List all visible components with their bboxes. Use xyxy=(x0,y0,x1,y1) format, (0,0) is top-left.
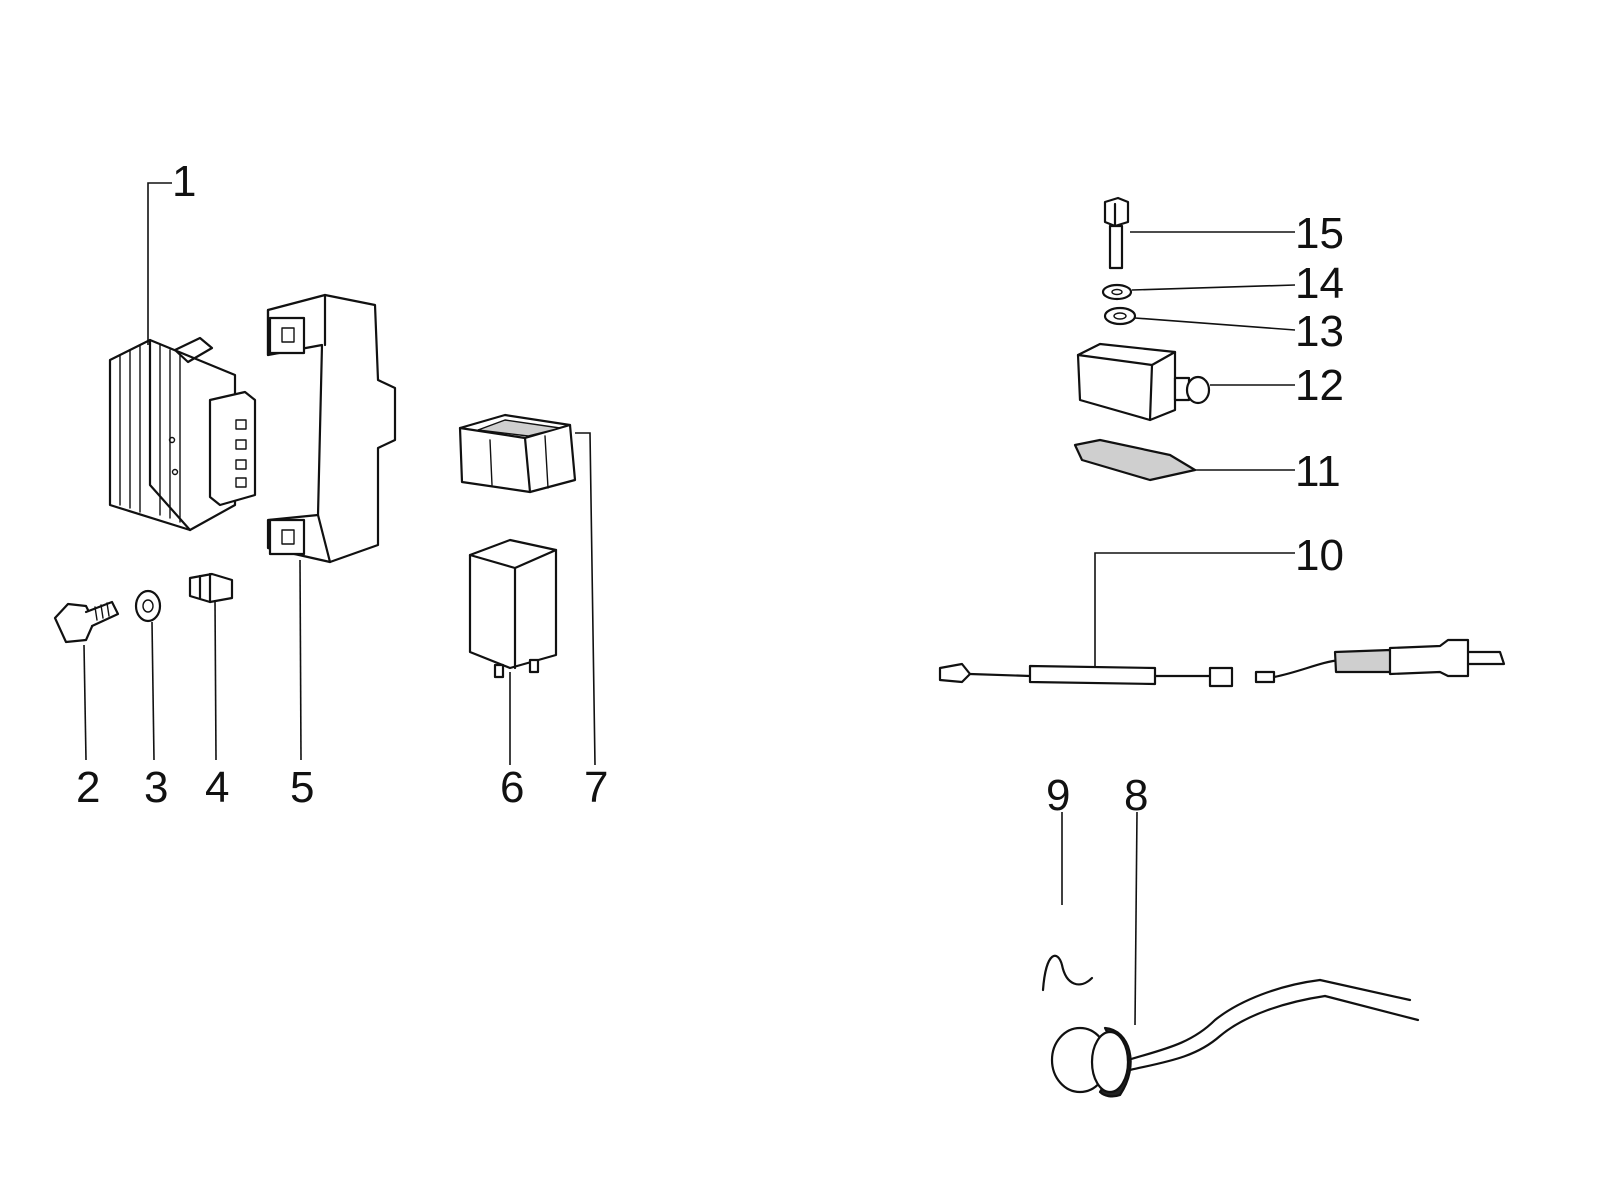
part-7-holder xyxy=(458,413,577,494)
part-10-cable xyxy=(938,638,1506,688)
part-14-washer xyxy=(1101,283,1133,301)
leader-14 xyxy=(1131,284,1296,291)
callout-11: 11 xyxy=(1295,447,1341,496)
callout-10: 10 xyxy=(1295,531,1344,580)
part-2-bolt xyxy=(53,600,120,644)
leader-4 xyxy=(214,599,217,761)
callout-9: 9 xyxy=(1046,771,1070,820)
callout-6: 6 xyxy=(500,763,524,812)
callout-12: 12 xyxy=(1295,361,1344,410)
leader-3 xyxy=(151,621,155,761)
part-6-relay xyxy=(468,538,558,679)
part-9-clip xyxy=(1041,954,1094,992)
callout-7: 7 xyxy=(584,763,608,812)
callout-4: 4 xyxy=(205,763,229,812)
callout-1: 1 xyxy=(172,157,196,206)
part-4-clip xyxy=(188,572,234,604)
part-5-bracket xyxy=(266,293,397,564)
callout-2: 2 xyxy=(76,763,100,812)
leader-13 xyxy=(1134,317,1296,331)
callout-14: 14 xyxy=(1295,259,1344,308)
part-3-washer xyxy=(134,589,162,623)
callout-13: 13 xyxy=(1295,307,1344,356)
part-13-washer xyxy=(1103,306,1137,326)
callout-5: 5 xyxy=(290,763,314,812)
part-8-socket xyxy=(1050,978,1420,1098)
part-15-bolt xyxy=(1103,196,1130,270)
leader-8 xyxy=(1134,811,1138,1026)
leader-5 xyxy=(299,559,302,761)
callout-15: 15 xyxy=(1295,209,1344,258)
leader-2 xyxy=(83,644,87,761)
callout-8: 8 xyxy=(1124,771,1148,820)
part-12-switch xyxy=(1076,342,1211,422)
part-1-regulator xyxy=(108,336,257,532)
leader-1 xyxy=(147,182,172,345)
callout-3: 3 xyxy=(144,763,168,812)
part-11-plate xyxy=(1073,438,1197,482)
leader-7 xyxy=(575,432,596,766)
leader-10 xyxy=(1094,552,1295,666)
